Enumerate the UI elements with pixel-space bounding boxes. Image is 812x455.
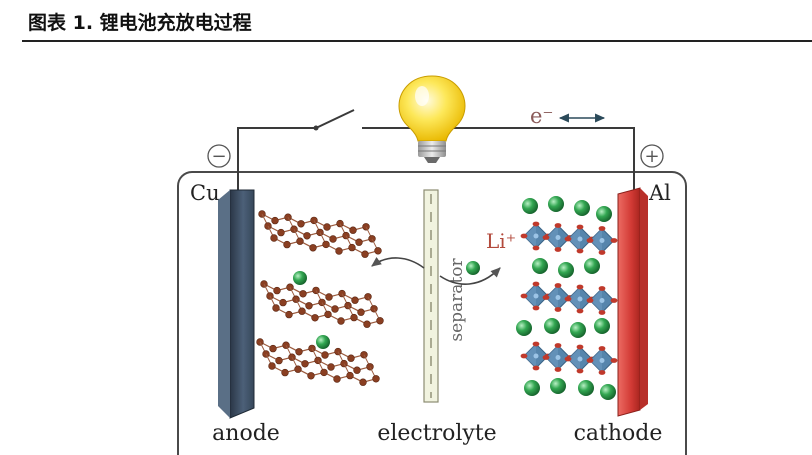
graphite-sheet: [260, 280, 384, 328]
cathode-layer: [520, 221, 618, 255]
cathode-label: cathode: [574, 421, 663, 446]
aluminum-label: Al: [648, 181, 671, 205]
circuit-switch: [315, 109, 355, 129]
copper-label: Cu: [190, 181, 220, 205]
lithium-ion-cathode: [594, 318, 610, 334]
svg-text:+: +: [644, 146, 659, 167]
negative-terminal-icon: −: [207, 144, 231, 168]
title-rule: [22, 40, 812, 42]
lithium-ion-cathode: [574, 200, 590, 216]
lithium-ion-label: Li⁺: [486, 229, 516, 253]
lithium-ion-cathode: [584, 258, 600, 274]
lithium-ion-cathode: [596, 206, 612, 222]
cathode-layer: [520, 281, 618, 315]
lithium-ion-cathode: [570, 322, 586, 338]
svg-text:−: −: [211, 146, 226, 167]
anode-label: anode: [212, 421, 280, 446]
light-bulb-icon: [398, 75, 466, 163]
electron-label: e⁻: [530, 104, 554, 128]
anode-plate: [218, 189, 255, 419]
lithium-ion-cathode: [600, 384, 616, 400]
lithium-ion-cathode: [548, 196, 564, 212]
lithium-ion-cathode: [550, 378, 566, 394]
graphite-sheet: [256, 338, 380, 386]
lithium-ion-cathode: [516, 320, 532, 336]
graphite-layers: [256, 210, 384, 386]
ion-arrow-to-anode: [371, 257, 425, 269]
lithium-ion-cathode: [524, 380, 540, 396]
electrolyte-label: electrolyte: [377, 421, 496, 446]
lithium-ion-intercalated: [293, 271, 307, 285]
positive-terminal-icon: +: [640, 144, 664, 168]
switch-hinge: [313, 125, 319, 131]
lithium-ion-free: [466, 261, 480, 275]
cathode-plate: [617, 187, 648, 417]
separator: [423, 189, 439, 403]
separator-label: separator: [447, 258, 467, 342]
cathode-lattice: [516, 196, 618, 400]
ion-arrow-to-cathode: [439, 267, 501, 285]
lithium-ion-cathode: [558, 262, 574, 278]
cathode-layer: [520, 341, 618, 375]
lithium-ion-cathode: [544, 318, 560, 334]
figure-title: 图表 1. 锂电池充放电过程: [28, 12, 252, 34]
lithium-ion-cathode: [522, 198, 538, 214]
graphite-sheet: [258, 210, 382, 258]
lithium-ion-intercalated: [316, 335, 330, 349]
lithium-ion-cathode: [578, 380, 594, 396]
lithium-ion-cathode: [532, 258, 548, 274]
